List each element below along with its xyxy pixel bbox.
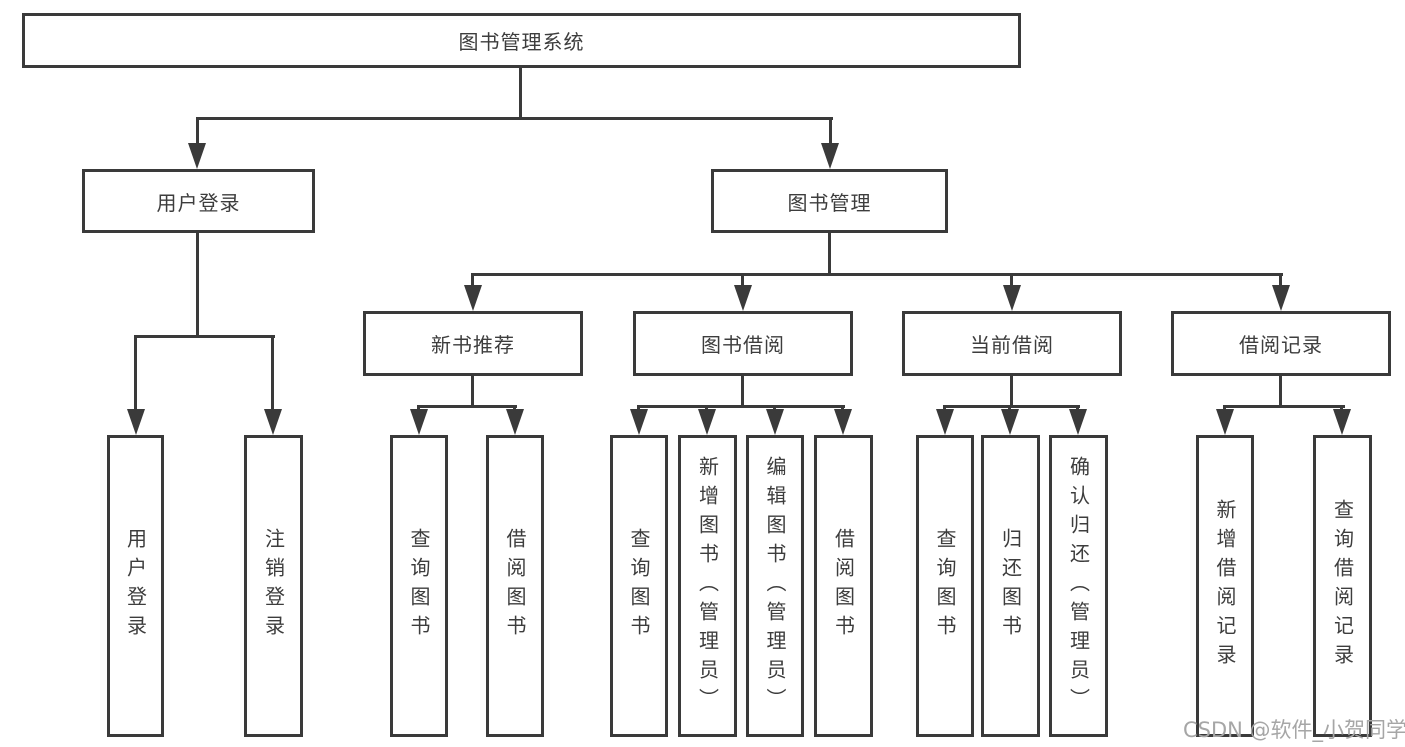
node-label: 用户登录 — [123, 528, 148, 644]
watermark-text: CSDN @软件_小贺同学 — [1183, 718, 1405, 742]
leaf-add-books-admin: 新增图书（管理员） — [678, 435, 737, 737]
node-label: 查询图书 — [933, 528, 957, 644]
leaf-borrow-books-2: 借阅图书 — [814, 435, 873, 737]
arrowhead-down-icon — [1003, 285, 1021, 311]
arrowhead-down-icon — [1069, 409, 1087, 435]
node-new-book-recommend: 新书推荐 — [363, 311, 583, 376]
node-label: 查询图书 — [627, 528, 651, 644]
node-label: 借阅图书 — [503, 528, 527, 644]
connector-line — [196, 117, 199, 146]
arrowhead-down-icon — [127, 409, 145, 435]
connector-line — [134, 335, 137, 411]
node-book-management: 图书管理 — [711, 169, 948, 233]
connector-line — [196, 117, 833, 120]
arrowhead-down-icon — [630, 409, 648, 435]
arrowhead-down-icon — [821, 143, 839, 169]
node-book-borrow: 图书借阅 — [633, 311, 853, 376]
arrowhead-down-icon — [734, 285, 752, 311]
connector-line — [829, 117, 832, 146]
leaf-confirm-return-admin: 确认归还（管理员） — [1049, 435, 1108, 737]
arrowhead-down-icon — [698, 409, 716, 435]
node-label: 查询图书 — [407, 528, 431, 644]
leaf-logout: 注销登录 — [244, 435, 303, 737]
node-label: 图书管理 — [787, 190, 872, 215]
node-label: 用户登录 — [156, 190, 241, 215]
connector-line — [943, 405, 1080, 408]
node-label: 查询借阅记录 — [1330, 499, 1355, 673]
arrowhead-down-icon — [506, 409, 524, 435]
connector-line — [1010, 376, 1013, 407]
connector-line — [741, 273, 744, 287]
node-label: 编辑图书（管理员） — [763, 455, 787, 717]
connector-line — [741, 376, 744, 407]
connector-line — [417, 405, 517, 408]
arrowhead-down-icon — [1001, 409, 1019, 435]
arrowhead-down-icon — [936, 409, 954, 435]
leaf-user-login: 用户登录 — [107, 435, 164, 737]
leaf-query-books-3: 查询图书 — [916, 435, 974, 737]
connector-line — [196, 233, 199, 337]
arrowhead-down-icon — [464, 285, 482, 311]
leaf-return-books: 归还图书 — [981, 435, 1040, 737]
node-label: 确认归还（管理员） — [1066, 455, 1091, 717]
connector-line — [828, 233, 831, 276]
connector-line — [637, 405, 845, 408]
leaf-query-books-2: 查询图书 — [610, 435, 668, 737]
arrowhead-down-icon — [834, 409, 852, 435]
node-label: 归还图书 — [998, 528, 1023, 644]
node-label: 图书管理系统 — [458, 30, 585, 54]
node-borrow-records: 借阅记录 — [1171, 311, 1391, 376]
node-label: 借阅图书 — [831, 528, 856, 644]
leaf-borrow-books-1: 借阅图书 — [486, 435, 544, 737]
leaf-query-borrow-record: 查询借阅记录 — [1313, 435, 1372, 737]
connector-line — [1279, 273, 1282, 287]
node-user-login: 用户登录 — [82, 169, 315, 233]
arrowhead-down-icon — [1272, 285, 1290, 311]
connector-line — [271, 335, 274, 411]
node-label: 新增图书（管理员） — [695, 455, 720, 717]
leaf-add-borrow-record: 新增借阅记录 — [1196, 435, 1254, 737]
node-current-borrow: 当前借阅 — [902, 311, 1122, 376]
leaf-query-books-1: 查询图书 — [390, 435, 448, 737]
node-label: 当前借阅 — [970, 333, 1054, 357]
connector-line — [1223, 405, 1345, 408]
arrowhead-down-icon — [264, 409, 282, 435]
node-label: 注销登录 — [261, 528, 286, 644]
arrowhead-down-icon — [766, 409, 784, 435]
leaf-edit-books-admin: 编辑图书（管理员） — [746, 435, 804, 737]
connector-line — [1279, 376, 1282, 407]
connector-line — [134, 335, 275, 338]
node-label: 图书借阅 — [701, 333, 785, 357]
arrowhead-down-icon — [188, 143, 206, 169]
node-label: 新增借阅记录 — [1213, 499, 1237, 673]
connector-line — [519, 68, 522, 120]
node-label: 新书推荐 — [431, 333, 515, 357]
connector-line — [471, 273, 1283, 276]
connector-line — [471, 376, 474, 407]
connector-line — [1010, 273, 1013, 287]
arrowhead-down-icon — [1333, 409, 1351, 435]
connector-line — [471, 273, 474, 287]
arrowhead-down-icon — [1216, 409, 1234, 435]
node-label: 借阅记录 — [1239, 333, 1323, 357]
arrowhead-down-icon — [410, 409, 428, 435]
node-root: 图书管理系统 — [22, 13, 1021, 68]
